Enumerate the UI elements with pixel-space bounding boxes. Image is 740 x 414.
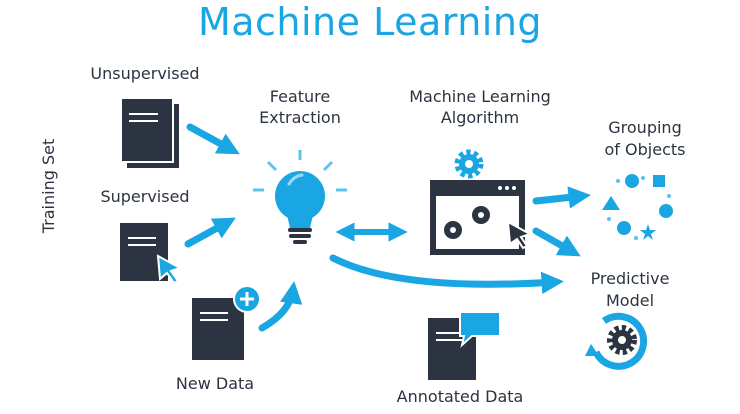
lightbulb-icon	[253, 150, 347, 244]
arrow-algorithm-to-predictive	[532, 227, 581, 257]
ml-algorithm-label-line1: Machine Learning	[409, 87, 551, 106]
predictive-model-label-line1: Predictive	[590, 269, 670, 288]
arrow-algorithm-to-grouping	[532, 186, 591, 209]
page-title: Machine Learning	[197, 0, 543, 44]
annotated-data-label: Annotated Data	[396, 387, 524, 406]
document-cursor-icon	[120, 223, 183, 285]
new-data-label: New Data	[175, 374, 255, 393]
arrow-feature-to-predictive	[329, 254, 564, 295]
grouping-label-line2: of Objects	[604, 140, 686, 159]
document-icon	[120, 97, 179, 168]
document-plus-icon	[192, 285, 261, 360]
unsupervised-label: Unsupervised	[90, 64, 200, 83]
feature-extraction-label-line1: Feature	[269, 87, 331, 106]
grouping-label-line1: Grouping	[608, 118, 682, 137]
cluster-icon	[602, 174, 673, 240]
browser-window-icon	[430, 180, 533, 255]
supervised-label: Supervised	[100, 187, 190, 206]
feature-extraction-label-line2: Extraction	[259, 108, 341, 127]
predictive-model-label-line2: Model	[605, 291, 655, 310]
ml-algorithm-label-line2: Algorithm	[440, 108, 520, 127]
arrow-supervised-to-feature	[184, 217, 236, 248]
arrow-unsupervised-to-feature	[186, 123, 240, 155]
document-speech-icon	[428, 311, 501, 380]
refresh-gear-icon	[585, 312, 648, 370]
arrow-new-data-to-feature	[258, 281, 303, 332]
gear-icon	[454, 149, 484, 179]
